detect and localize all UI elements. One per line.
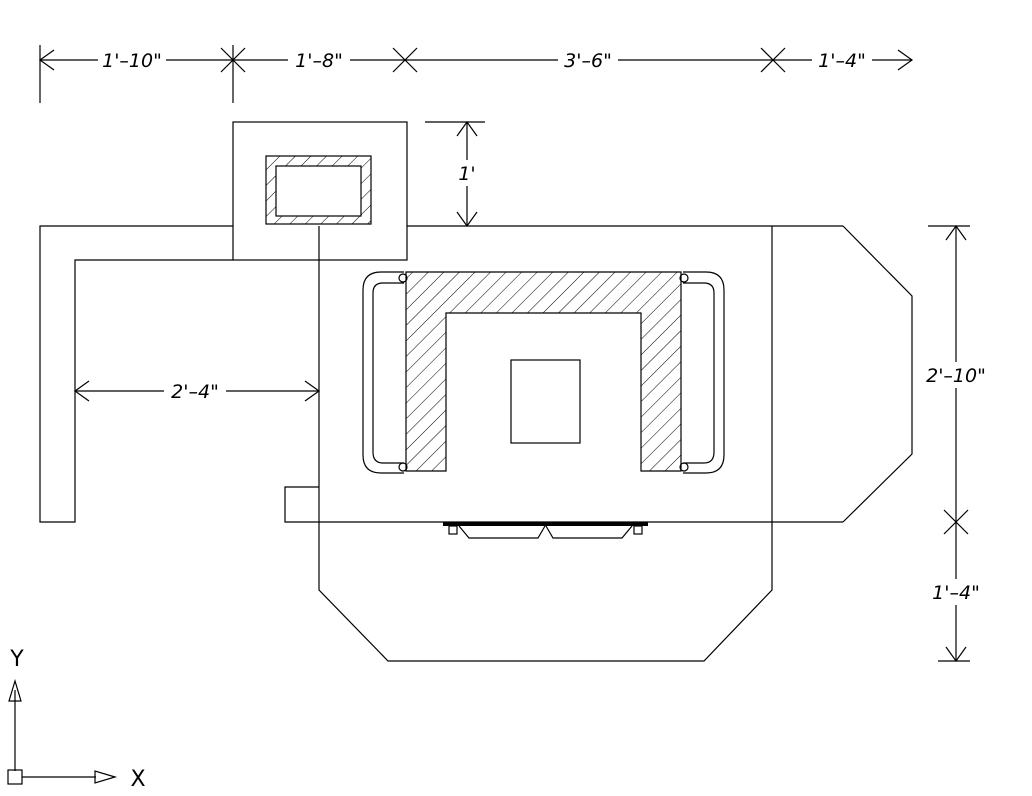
right-handle bbox=[679, 271, 725, 474]
dim-3ft-6in: 3'–6" bbox=[564, 50, 612, 72]
ucs-icon: Y X bbox=[7, 647, 146, 792]
bottom-fixture bbox=[443, 522, 648, 539]
center-block bbox=[510, 359, 581, 444]
dim-1ft-4in-right: 1'–4" bbox=[932, 582, 980, 604]
dim-2ft-4in: 2'–4" bbox=[171, 381, 219, 403]
right-dimension-1ft: 1' bbox=[425, 120, 485, 228]
dim-1ft: 1' bbox=[458, 163, 475, 185]
dim-2ft-10in: 2'–10" bbox=[926, 365, 986, 387]
dim-1ft-4in-top: 1'–4" bbox=[818, 50, 866, 72]
right-dimension-chain: 2'–10" 1'–4" bbox=[920, 224, 992, 663]
dim-1ft-10in: 1'–10" bbox=[102, 50, 162, 72]
hatched-u-unit bbox=[405, 271, 682, 472]
dim-1ft-8in: 1'–8" bbox=[295, 50, 343, 72]
top-storage-box bbox=[232, 121, 408, 261]
left-handle bbox=[362, 271, 408, 474]
y-axis-label: Y bbox=[9, 647, 24, 672]
top-dimension-chain: 1'–10" 1'–8" 3'–6" 1'–4" bbox=[38, 45, 914, 103]
left-l-wing bbox=[39, 225, 233, 523]
inner-width-dimension: 2'–4" bbox=[73, 379, 321, 403]
x-axis-label: X bbox=[130, 767, 145, 792]
